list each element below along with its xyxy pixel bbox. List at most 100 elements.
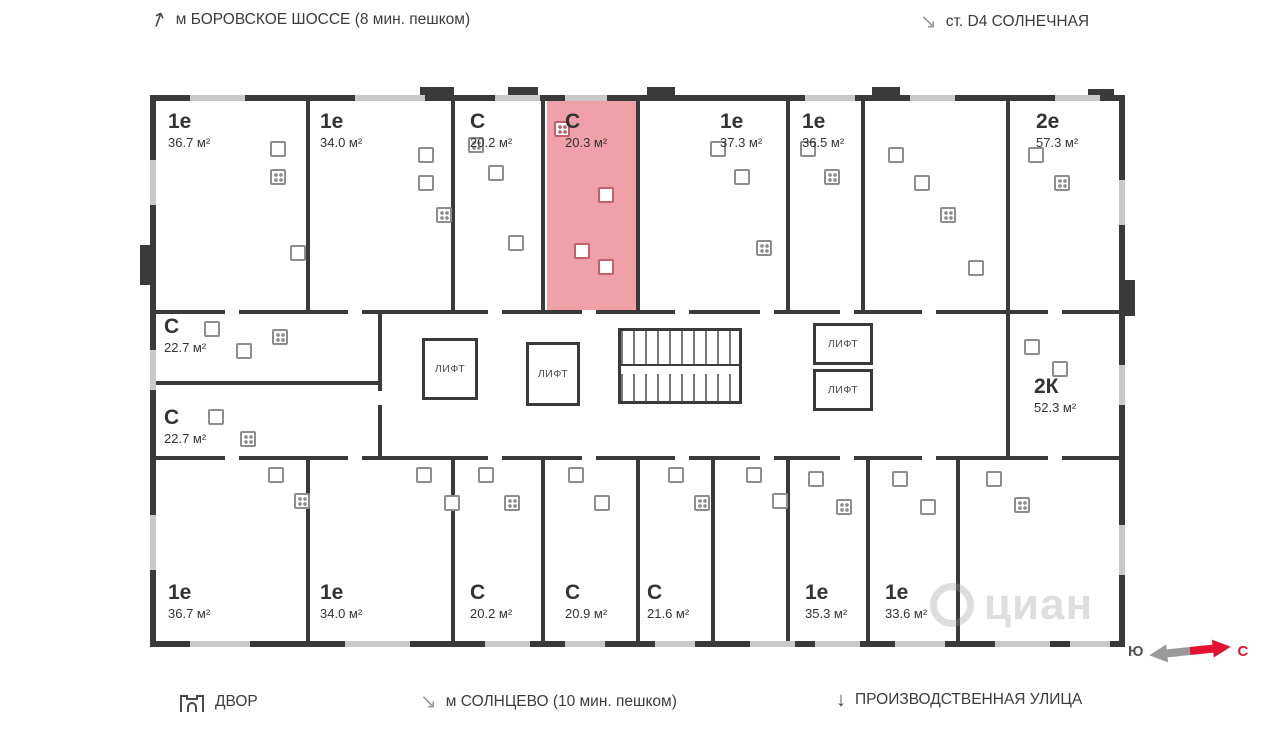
unit-label-2e-57-3[interactable]: 2е 57.3 м²: [1036, 110, 1079, 151]
unit-area: 34.0 м²: [320, 606, 363, 621]
unit-area: 20.9 м²: [565, 606, 608, 621]
stove-icon: [836, 499, 852, 515]
bathroom-fixture-icon: [236, 343, 252, 359]
bathroom-fixture-icon: [920, 499, 936, 515]
unit-type: 1е: [720, 110, 744, 133]
unit-type: С: [470, 110, 486, 133]
window: [1070, 641, 1110, 647]
elevator: ЛИФТ: [526, 342, 580, 406]
door-gap: [1048, 310, 1062, 314]
unit-area: 36.7 м²: [168, 135, 211, 150]
bathroom-fixture-icon: [208, 409, 224, 425]
door-gap: [488, 456, 502, 460]
interior-wall: [636, 460, 640, 641]
bathroom-fixture-icon: [290, 245, 306, 261]
unit-type: 1е: [805, 581, 829, 604]
window: [150, 160, 156, 205]
stove-icon: [270, 169, 286, 185]
door-gap: [225, 310, 239, 314]
interior-wall: [306, 460, 310, 641]
elevator-label: ЛИФТ: [434, 363, 466, 375]
unit-area: 34.0 м²: [320, 135, 363, 150]
bathroom-fixture-icon: [772, 493, 788, 509]
yard-label: ДВОР: [178, 690, 258, 714]
unit-type: 1е: [168, 110, 192, 133]
window: [495, 95, 540, 101]
window: [750, 641, 795, 647]
bathroom-fixture-icon: [888, 147, 904, 163]
bathroom-fixture-icon: [668, 467, 684, 483]
unit-type: С: [565, 581, 581, 604]
corridor-wall: [156, 456, 1119, 460]
stove-icon: [272, 329, 288, 345]
elevator: ЛИФТ: [813, 323, 873, 365]
bathroom-fixture-icon: [270, 141, 286, 157]
interior-wall: [636, 101, 640, 310]
unit-type: С: [565, 110, 581, 133]
window: [655, 641, 695, 647]
unit-area: 33.6 м²: [885, 606, 928, 621]
unit-type: 2е: [1036, 110, 1060, 133]
elevator: ЛИФТ: [813, 369, 873, 411]
window: [1119, 365, 1125, 405]
window: [995, 641, 1050, 647]
street-text: ПРОИЗВОДСТВЕННАЯ УЛИЦА: [855, 691, 1083, 708]
stove-icon: [1054, 175, 1070, 191]
unit-area: 20.3 м²: [565, 135, 608, 150]
window: [190, 95, 245, 101]
bathroom-fixture-icon: [734, 169, 750, 185]
unit-area: 57.3 м²: [1036, 135, 1079, 150]
outer-wall: [150, 641, 1125, 647]
window: [895, 641, 945, 647]
unit-type: С: [164, 406, 180, 429]
bathroom-fixture-icon: [598, 259, 614, 275]
unit-label-1e-35-3[interactable]: 1е 35.3 м²: [805, 581, 848, 622]
bathroom-fixture-icon: [268, 467, 284, 483]
interior-wall: [1006, 314, 1010, 456]
wall-stub: [508, 87, 538, 95]
unit-label-s-20-3-selected[interactable]: С 20.3 м²: [565, 110, 608, 151]
window: [345, 641, 410, 647]
door-gap: [760, 456, 774, 460]
interior-wall: [786, 101, 790, 310]
unit-area: 36.7 м²: [168, 606, 211, 621]
stove-icon: [940, 207, 956, 223]
interior-wall: [541, 101, 545, 310]
door-gap: [348, 310, 362, 314]
bathroom-fixture-icon: [1028, 147, 1044, 163]
window: [815, 641, 860, 647]
bathroom-fixture-icon: [968, 260, 984, 276]
bathroom-fixture-icon: [594, 495, 610, 511]
unit-label-1e-36-7-top[interactable]: 1е 36.7 м²: [168, 110, 211, 151]
unit-type: С: [470, 581, 486, 604]
interior-wall: [866, 460, 870, 641]
unit-label-s-20-2-top[interactable]: С 20.2 м²: [470, 110, 513, 151]
bathroom-fixture-icon: [892, 471, 908, 487]
station-right-text: ст. D4 СОЛНЕЧНАЯ: [945, 13, 1090, 30]
bathroom-fixture-icon: [986, 471, 1002, 487]
unit-label-s-20-9[interactable]: С 20.9 м²: [565, 581, 608, 622]
door-gap: [582, 456, 596, 460]
wall-stub: [872, 87, 900, 95]
unit-type: 1е: [802, 110, 826, 133]
elevator: ЛИФТ: [422, 338, 478, 400]
stove-icon: [756, 240, 772, 256]
window: [485, 641, 530, 647]
door-gap: [760, 310, 774, 314]
stove-icon: [824, 169, 840, 185]
unit-type: С: [164, 315, 180, 338]
unit-area: 35.3 м²: [805, 606, 848, 621]
unit-area: 20.2 м²: [470, 135, 513, 150]
interior-wall: [451, 460, 455, 641]
